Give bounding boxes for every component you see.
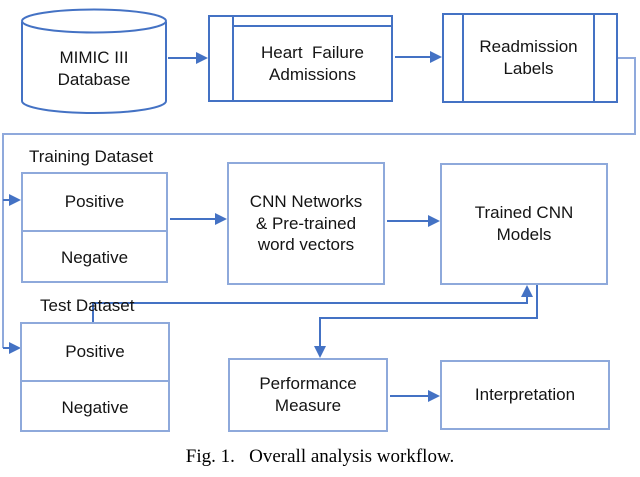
- arrow-mimic-to-heart-failure: [168, 52, 208, 64]
- test-dataset-label: Test Dataset: [40, 296, 135, 315]
- database-cylinder-icon: [21, 8, 167, 114]
- inner-divider-line: [593, 15, 595, 101]
- arrow-cnn-to-trained-models: [387, 215, 440, 227]
- node-test-dataset: Positive Negative: [20, 322, 170, 432]
- node-cnn-networks: CNN Networks & Pre-trained word vectors: [227, 162, 385, 285]
- node-training-dataset: Positive Negative: [21, 172, 168, 283]
- arrow-into-test-dataset: [3, 342, 21, 354]
- training-positive-cell: Positive: [64, 192, 125, 211]
- test-negative-cell: Negative: [22, 380, 168, 433]
- arrow-heart-failure-to-readmission: [395, 51, 442, 63]
- arrow-into-training-dataset: [3, 194, 21, 206]
- node-heart-failure-admissions: Heart Failure Admissions: [208, 15, 393, 102]
- arrow-performance-to-interpretation: [390, 390, 440, 402]
- node-label: Heart Failure Admissions: [261, 42, 364, 84]
- arrow-training-to-cnn: [170, 213, 227, 225]
- node-mimic-database: MIMIC III Database: [20, 8, 168, 115]
- node-label: Trained CNN Models: [474, 203, 574, 244]
- test-positive-cell: Positive: [65, 342, 125, 361]
- node-label: Performance Measure: [259, 374, 357, 415]
- node-readmission-labels: Readmission Labels: [442, 13, 618, 103]
- inner-divider-line: [232, 17, 234, 100]
- training-negative-cell: Negative: [23, 230, 166, 283]
- training-dataset-label: Training Dataset: [29, 147, 154, 166]
- node-interpretation: Interpretation: [440, 360, 610, 430]
- node-label: Interpretation: [474, 385, 576, 405]
- node-performance-measure: Performance Measure: [228, 358, 388, 432]
- inner-divider-line: [462, 15, 464, 101]
- node-label: CNN Networks & Pre-trained word vectors: [249, 191, 363, 255]
- connector-test-to-trained-models: [92, 285, 533, 322]
- node-label: MIMIC III Database: [57, 47, 131, 89]
- node-label: Readmission Labels: [479, 37, 578, 78]
- inner-divider-line: [232, 25, 391, 27]
- node-trained-cnn-models: Trained CNN Models: [440, 163, 608, 285]
- figure-caption: Fig. 1. Overall analysis workflow.: [185, 446, 455, 467]
- connector-trained-models-to-performance: [314, 285, 538, 358]
